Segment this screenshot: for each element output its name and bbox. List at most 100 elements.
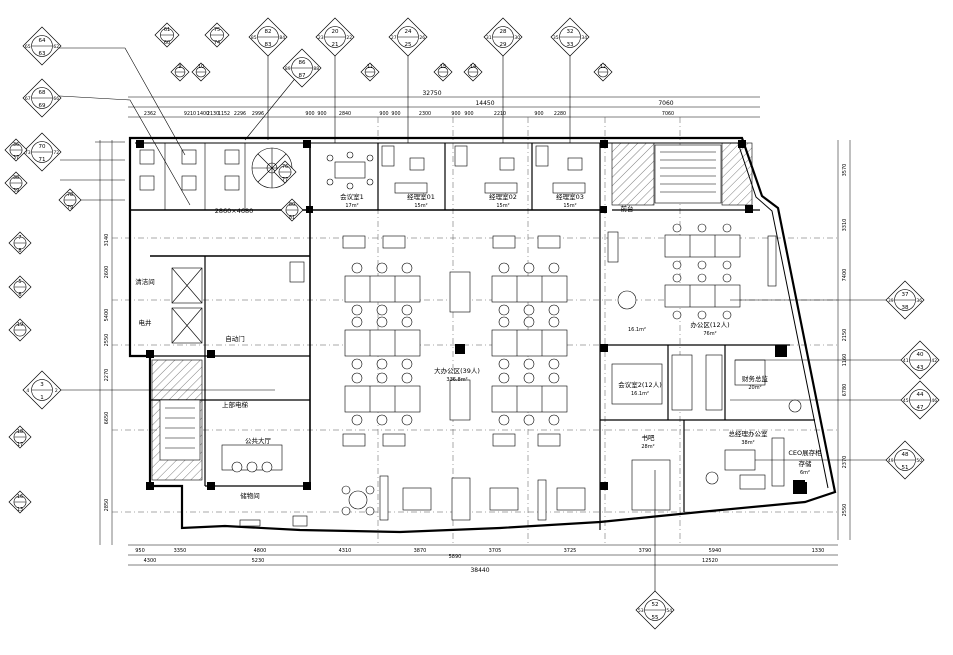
callout-number: 4 (26, 388, 29, 394)
callout-number: 77 (282, 177, 288, 183)
dim-bottom-sub: 5230 (252, 558, 265, 564)
callout-number: 76 (282, 164, 288, 170)
dim-right: 7400 (842, 269, 848, 282)
dim-bottom-sub: 4300 (144, 558, 157, 564)
room-label-autodoor: 自动门 (225, 334, 245, 343)
callout-number: 62 (53, 44, 59, 50)
dim-right: 3570 (842, 164, 848, 177)
dim-bottom-segment: 5940 (709, 548, 722, 554)
dim-top-segment: 2300 (419, 111, 431, 117)
room-label-dim-note: 2860×4680 (215, 207, 254, 215)
room-area-openzone: 76m² (703, 331, 716, 337)
room-label-mgr3: 经理室03 (556, 192, 584, 201)
callout-number: 89 (285, 66, 291, 72)
callout-number: 68 (39, 90, 46, 96)
dim-top-segment: 900 (391, 111, 400, 117)
room-label-gm: 总经理办公室 (729, 429, 769, 438)
dim-right: 1160 (842, 354, 848, 367)
leader-lines (41, 45, 905, 598)
callout-number: 23 (318, 35, 324, 41)
callout-number: 32 (567, 29, 574, 35)
callout-number: 9 (178, 64, 181, 70)
callout-number: 84 (279, 35, 285, 41)
callout-number: 22 (346, 35, 352, 41)
dim-bottom-sub: 12520 (702, 558, 718, 564)
callout-number: 24 (405, 29, 412, 35)
callout-number: 86 (299, 60, 306, 66)
callout-number: 74 (214, 40, 220, 46)
callout-number: 70 (39, 144, 46, 150)
right-zone-furniture (607, 223, 805, 511)
dim-right: 2370 (842, 456, 848, 469)
callout-c15: 15 (433, 62, 453, 82)
callout-number: 46 (931, 398, 937, 404)
callout-number: 36 (916, 298, 922, 304)
callout-number: 7 (18, 235, 21, 241)
room-area-meeting1: 17m² (345, 203, 358, 209)
dim-right: 3310 (842, 219, 848, 232)
dim-top-segment: 1400 (197, 111, 209, 117)
callout-number: 38 (902, 305, 909, 311)
callout-number: 75 (214, 27, 220, 33)
dim-top-total: 32750 (422, 90, 441, 97)
callout-number: 12 (600, 64, 606, 70)
room-label-reception: 前台 (621, 204, 634, 213)
callout-number: 81 (289, 215, 295, 221)
callout-number: 8 (18, 248, 21, 254)
elevators (171, 267, 203, 344)
callout-number: 42 (931, 358, 937, 364)
dim-left: 2550 (104, 334, 110, 347)
walls (128, 136, 837, 534)
callout-number: 6 (18, 292, 21, 298)
room-label-openzone: 办公区(12人) (690, 320, 729, 329)
room-area-store: 6m² (800, 470, 810, 476)
callout-number: 73 (25, 150, 31, 156)
callout-c5: 56 (8, 275, 32, 299)
dim-top-segment: 2362 (144, 111, 156, 117)
dim-top-segment: 2996 (252, 111, 264, 117)
callout-number: 54 (666, 608, 672, 614)
callout-number: 79 (67, 205, 73, 211)
callout-number: 2 (55, 388, 58, 394)
dim-bottom-segment: 3350 (174, 548, 187, 554)
dim-left: 2600 (104, 266, 110, 279)
room-label-lobby: 公共大厅 (245, 436, 272, 445)
callout-number: 25 (405, 42, 412, 48)
callout-number: 88 (313, 66, 319, 72)
callout-number: 20 (332, 29, 339, 35)
callout-number: 3 (40, 382, 44, 388)
dim-bottom-segment: 4800 (254, 548, 267, 554)
dim-left: 6650 (104, 412, 110, 425)
callout-number: 65 (25, 44, 31, 50)
room-label-store: 存储 (799, 459, 813, 468)
callout-c9: 9 (170, 62, 190, 82)
room-label-open-office: 大办公区(39人) (434, 366, 480, 375)
callout-number: 29 (500, 42, 507, 48)
room-area-round-area: 16.1m² (628, 327, 646, 333)
callout-c20: 20 21 23 22 (315, 17, 355, 57)
callout-number: 10 (198, 64, 204, 70)
callout-number: 37 (13, 155, 19, 161)
callout-number: 33 (567, 42, 574, 48)
dim-top-segment: 900 (464, 111, 473, 117)
callout-number: 16 (17, 494, 23, 500)
callout-number: 72 (53, 150, 59, 156)
dimension-lines (99, 96, 851, 566)
dim-top-segment: 2130 (207, 111, 219, 117)
dim-top-segment: 1152 (218, 111, 230, 117)
callout-number: 40 (917, 352, 924, 358)
room-area-gm: 38m² (741, 440, 754, 446)
callout-number: 61 (164, 27, 170, 33)
callout-number: 21 (332, 42, 339, 48)
